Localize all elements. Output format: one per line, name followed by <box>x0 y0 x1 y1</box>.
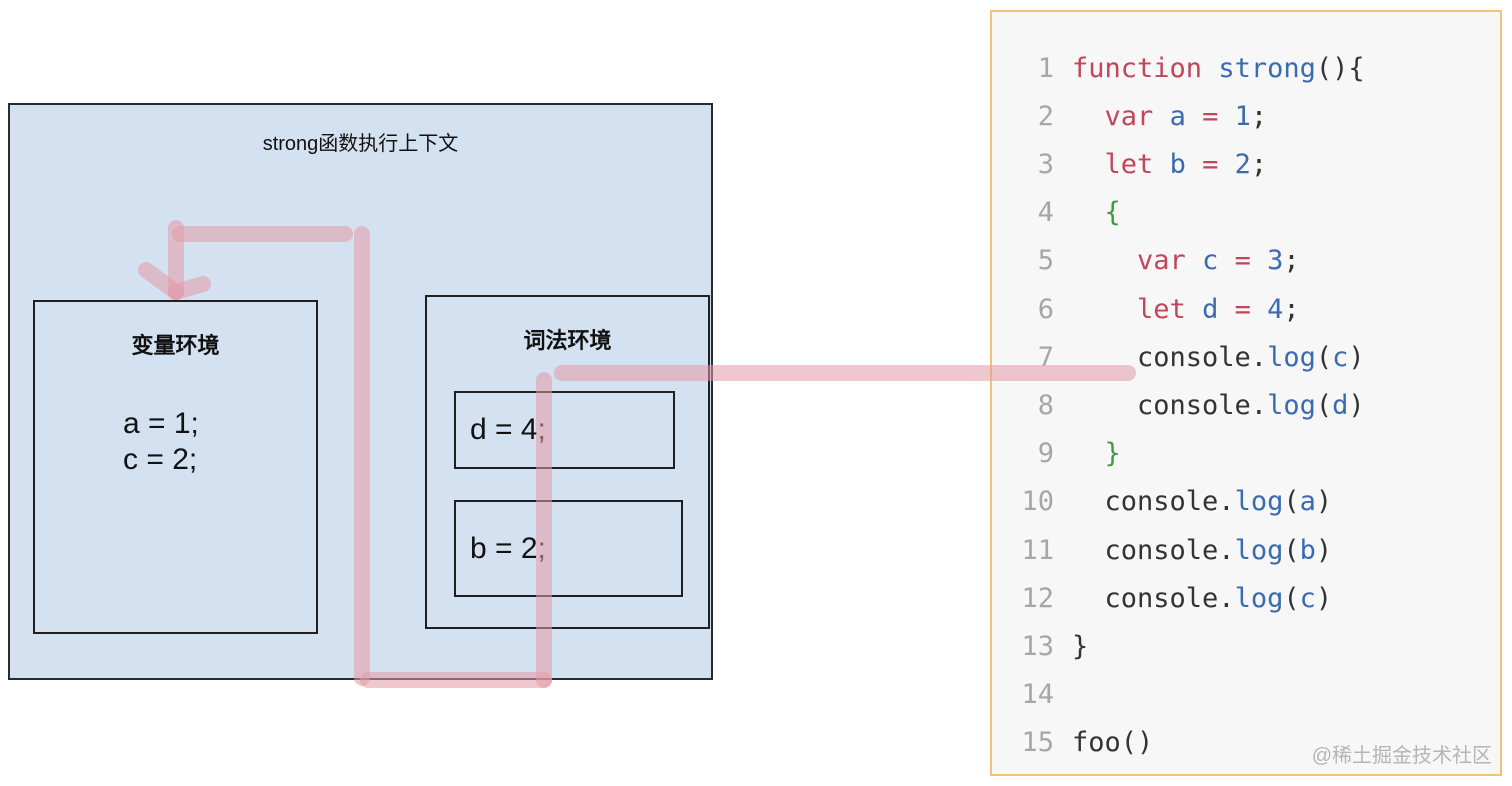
code-line: 3 let b = 2; <box>992 140 1267 188</box>
variable-environment-box: 变量环境 a = 1; c = 2; <box>33 300 318 634</box>
code-text: var c = 3; <box>1137 245 1300 277</box>
code-line: 12 console.log(c) <box>992 574 1332 622</box>
code-line: 9 } <box>992 430 1121 478</box>
line-number: 1 <box>1037 52 1054 84</box>
code-text: console.log(d) <box>1072 389 1365 421</box>
code-line: 15 foo() <box>992 719 1153 767</box>
execution-context-box: strong函数执行上下文 变量环境 a = 1; c = 2; 词法环境 d … <box>8 103 713 680</box>
code-line: 7 console.log(c) <box>992 333 1365 381</box>
code-text: var a = 1; <box>1104 100 1268 132</box>
lexical-environment-title: 词法环境 <box>523 328 612 353</box>
code-line: 8 console.log(d) <box>992 381 1365 429</box>
code-text: console.log(c) <box>1072 582 1333 614</box>
watermark: @稀土掘金技术社区 <box>1311 745 1492 767</box>
code-text: console.log(a) <box>1072 486 1333 518</box>
code-text: function strong(){ <box>1072 52 1365 84</box>
lexical-environment-box: 词法环境 d = 4; b = 2; <box>425 295 710 629</box>
line-number: 2 <box>1037 100 1054 132</box>
variable-line: a = 1; <box>123 407 199 440</box>
code-text: console.log(c) <box>1072 341 1365 373</box>
line-number: 8 <box>1037 389 1054 421</box>
line-number: 12 <box>1021 582 1054 614</box>
code-text: let d = 4; <box>1137 293 1300 325</box>
code-line: 14 <box>992 671 1072 719</box>
code-text: console.log(b) <box>1072 534 1333 566</box>
lexical-item-text: d = 4; <box>470 413 546 446</box>
lexical-block-outer: b = 2; <box>454 500 683 597</box>
line-number: 7 <box>1037 341 1054 373</box>
code-line: 2 var a = 1; <box>992 92 1267 140</box>
line-number: 5 <box>1037 245 1054 277</box>
variable-line: c = 2; <box>123 443 198 476</box>
line-number: 10 <box>1021 486 1054 518</box>
line-number: 15 <box>1021 727 1054 759</box>
code-text: foo() <box>1072 727 1154 759</box>
line-number: 14 <box>1021 679 1054 711</box>
line-number: 9 <box>1037 438 1054 470</box>
line-number: 13 <box>1021 630 1054 662</box>
code-line: 5 var c = 3; <box>992 237 1300 285</box>
code-line: 10 console.log(a) <box>992 478 1332 526</box>
code-text: } <box>1072 630 1089 662</box>
code-line: 6 let d = 4; <box>992 285 1300 333</box>
code-text: } <box>1104 438 1121 470</box>
variable-environment-lines: a = 1; c = 2; <box>123 406 199 478</box>
code-line: 1 function strong(){ <box>992 44 1365 92</box>
line-number: 11 <box>1021 534 1054 566</box>
lexical-block-inner: d = 4; <box>454 391 675 469</box>
line-number: 6 <box>1037 293 1054 325</box>
code-line: 11 console.log(b) <box>992 526 1332 574</box>
line-number: 4 <box>1037 197 1054 229</box>
code-text: { <box>1104 197 1121 229</box>
code-line: 13} <box>992 622 1088 670</box>
variable-environment-title: 变量环境 <box>131 333 220 358</box>
code-text: let b = 2; <box>1104 148 1268 180</box>
lexical-item-text: b = 2; <box>470 531 546 565</box>
line-number: 3 <box>1037 148 1054 180</box>
context-title: strong函数执行上下文 <box>262 133 459 155</box>
code-line: 4 { <box>992 189 1121 237</box>
